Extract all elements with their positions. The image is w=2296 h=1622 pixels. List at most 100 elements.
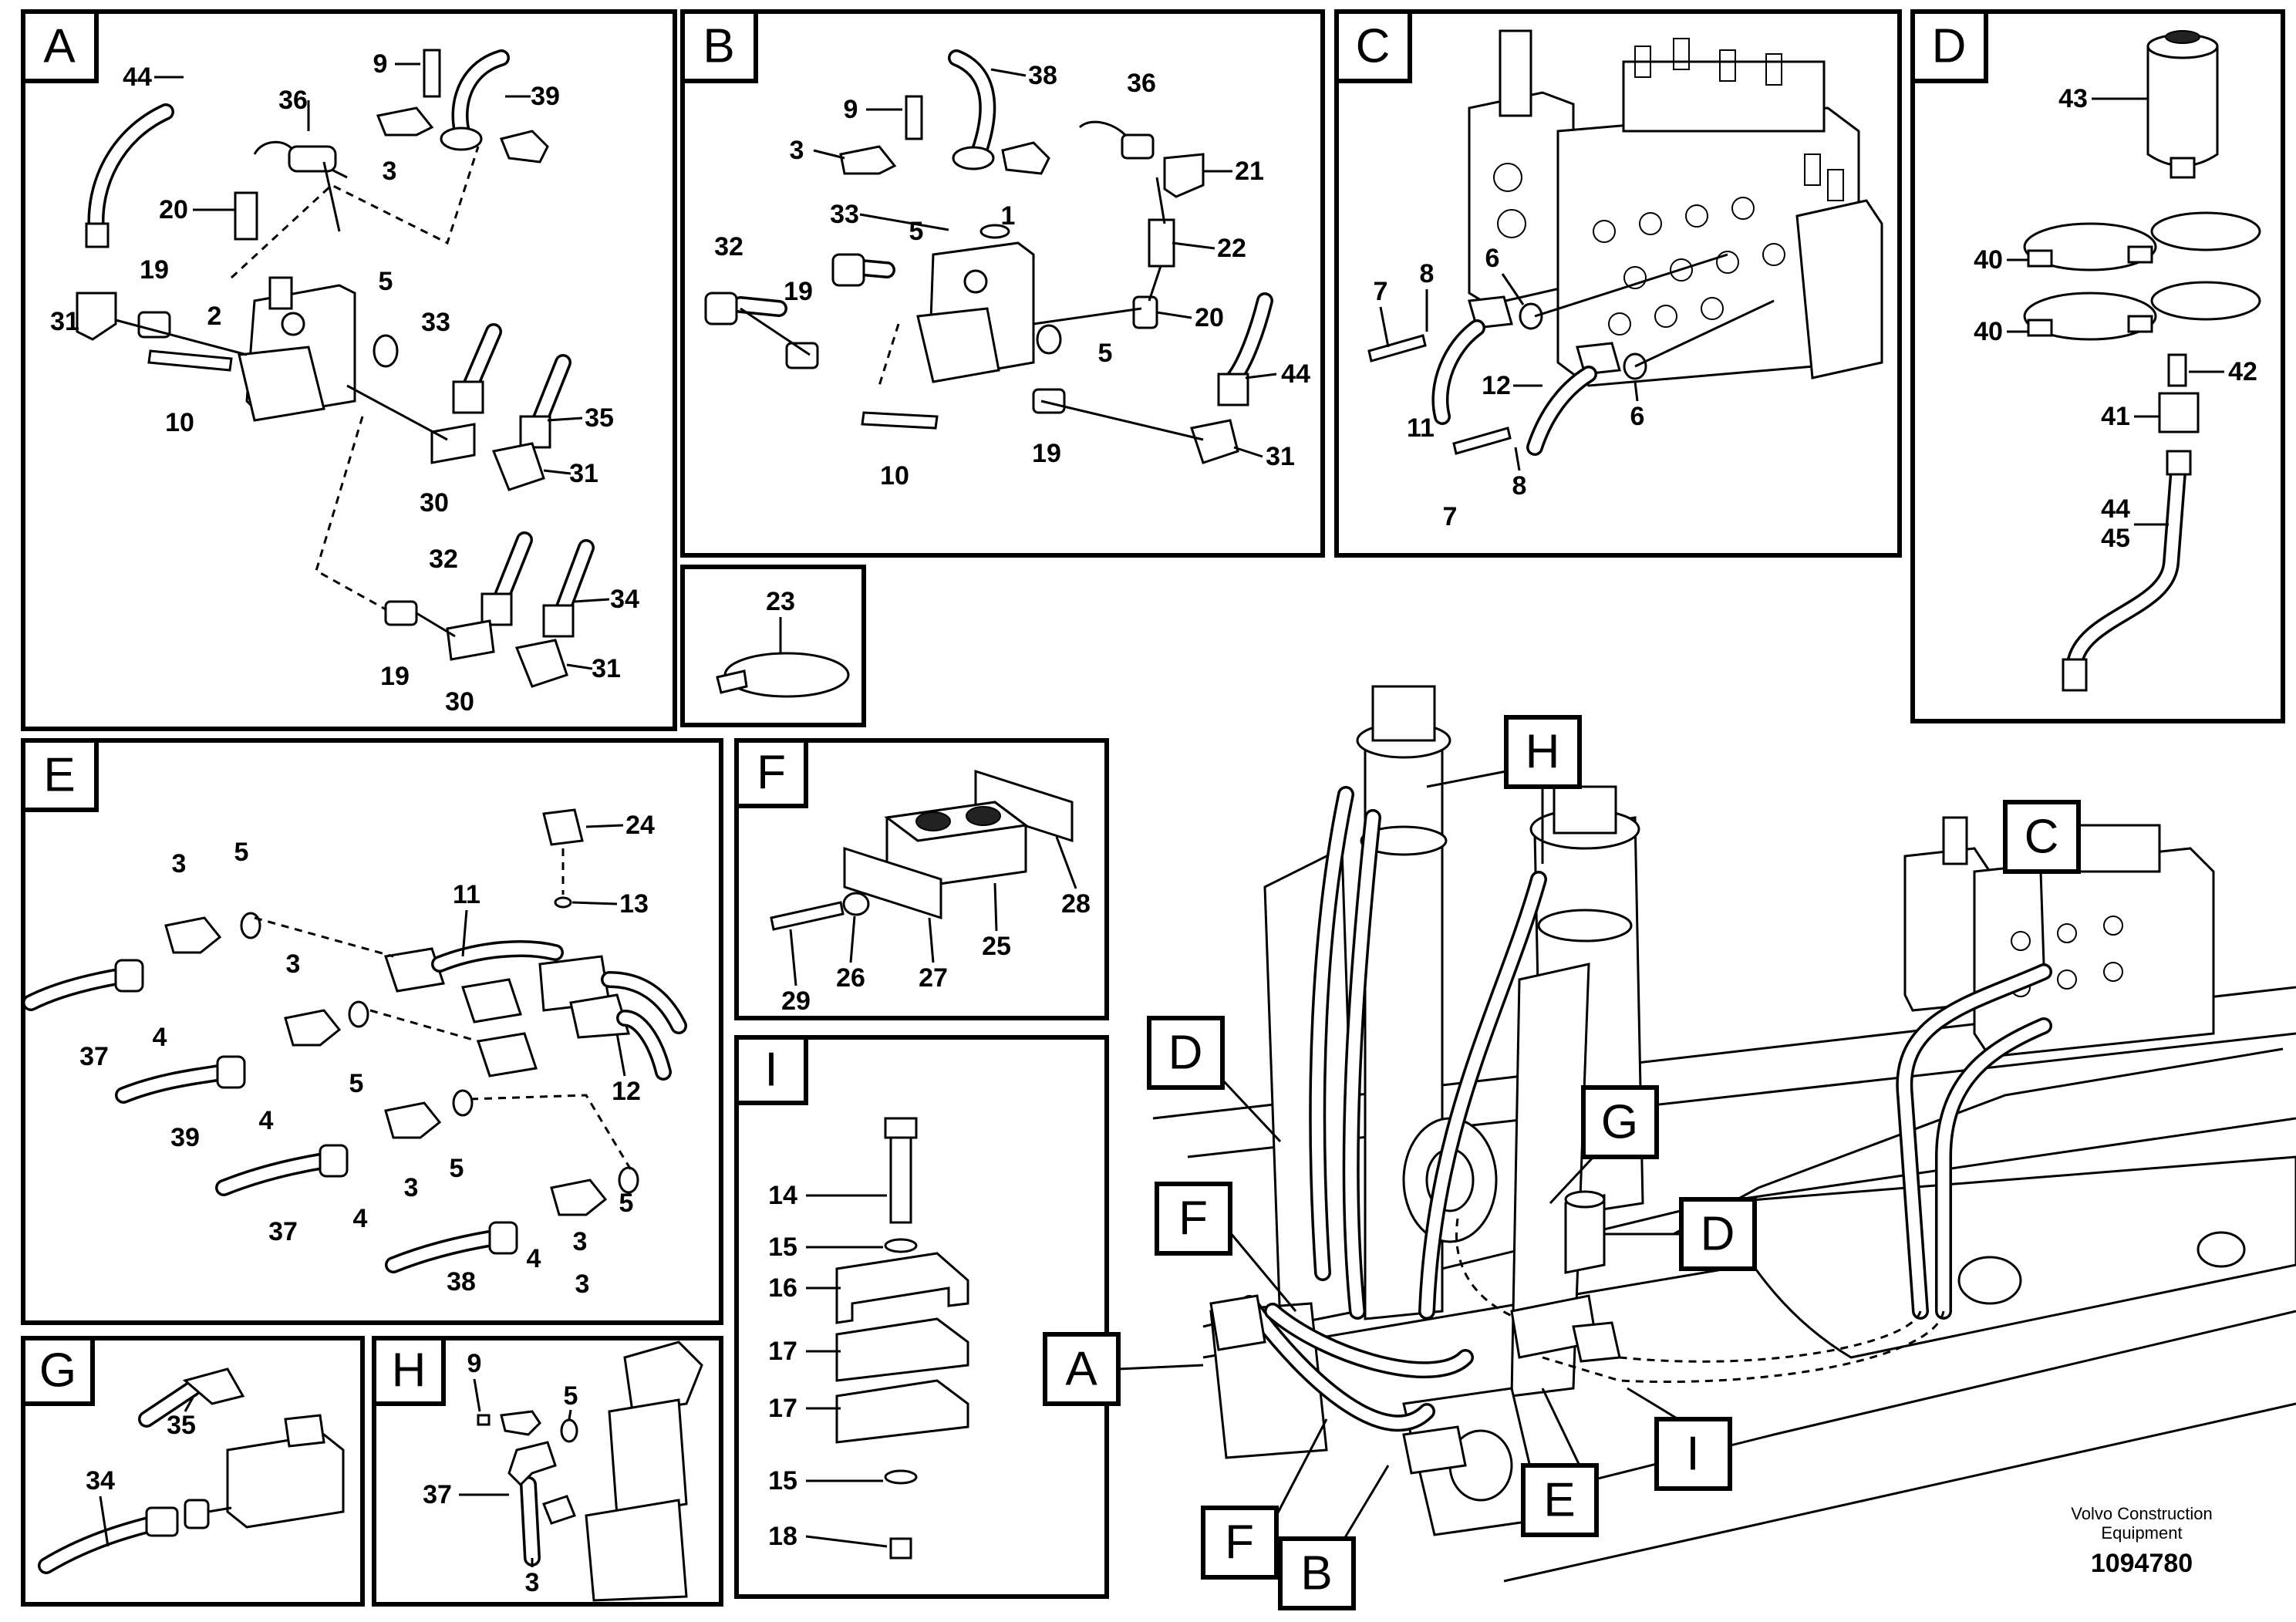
callout: 20 bbox=[1195, 303, 1224, 332]
overview-assembly bbox=[1118, 685, 2296, 1583]
callout: 9 bbox=[373, 49, 388, 79]
callout: 37 bbox=[79, 1042, 109, 1071]
overview-tag-c: C bbox=[2025, 811, 2059, 864]
drawing-number: 1094780 bbox=[2091, 1549, 2193, 1578]
callout: 31 bbox=[1266, 442, 1295, 471]
panel-f: F 28 25 29 26 27 bbox=[734, 738, 1109, 1020]
callout: 36 bbox=[278, 86, 308, 115]
callout: 34 bbox=[610, 585, 639, 614]
callout: 39 bbox=[531, 82, 560, 111]
callout: 2 bbox=[207, 302, 222, 331]
callout: 9 bbox=[467, 1349, 482, 1378]
callout: 45 bbox=[2101, 524, 2130, 553]
callout: 19 bbox=[1032, 439, 1061, 468]
callout: 32 bbox=[714, 232, 743, 261]
panel-c: C 8 6 7 11 1 bbox=[1334, 9, 1902, 558]
overview-tag-d-right: D bbox=[1701, 1208, 1735, 1261]
overview-tag-f-upper: F bbox=[1178, 1192, 1208, 1246]
callout: 19 bbox=[140, 255, 169, 285]
callout: 34 bbox=[86, 1466, 115, 1496]
callout: 32 bbox=[429, 545, 458, 574]
panel-b-label: B bbox=[703, 20, 734, 73]
callout: 3 bbox=[525, 1568, 540, 1597]
callout: 6 bbox=[1630, 402, 1645, 431]
callout: 1 bbox=[1001, 201, 1016, 231]
callout: 40 bbox=[1974, 245, 2003, 275]
callout: 33 bbox=[830, 200, 859, 229]
overview-tag-g: G bbox=[1601, 1096, 1638, 1149]
callout: 40 bbox=[1974, 317, 2003, 346]
panel-a: A bbox=[21, 9, 677, 731]
callout: 5 bbox=[234, 838, 249, 867]
callout: 11 bbox=[453, 880, 480, 909]
callout: 3 bbox=[383, 157, 397, 186]
callout: 19 bbox=[380, 662, 410, 691]
callout: 23 bbox=[766, 587, 795, 616]
callout: 5 bbox=[909, 217, 924, 246]
callout: 5 bbox=[379, 267, 393, 296]
callout: 38 bbox=[1028, 61, 1057, 90]
callout: 5 bbox=[619, 1189, 634, 1218]
callout: 3 bbox=[404, 1173, 419, 1202]
overview-tag-h: H bbox=[1526, 726, 1560, 779]
callout: 31 bbox=[592, 654, 621, 683]
callout: 44 bbox=[123, 62, 152, 92]
overview-tag-b: B bbox=[1300, 1547, 1332, 1600]
callout: 3 bbox=[573, 1227, 588, 1256]
panel-d: D 43 40 40 42 41 44 45 bbox=[1910, 9, 2285, 723]
drawing-footer: Volvo Construction Equipment 1094780 bbox=[2071, 1504, 2212, 1578]
callout: 35 bbox=[585, 403, 614, 433]
callout: 19 bbox=[784, 277, 813, 306]
callout: 41 bbox=[2101, 402, 2130, 431]
panel-d-label: D bbox=[1932, 20, 1967, 73]
maker-name-line2: Equipment bbox=[2101, 1523, 2182, 1543]
callout: 3 bbox=[172, 849, 187, 878]
panel-c-label: C bbox=[1356, 20, 1391, 73]
callout: 18 bbox=[768, 1522, 797, 1551]
overview-tags: H C D G D F A F B E I bbox=[1043, 715, 2081, 1610]
panel-cable-tie: 23 bbox=[680, 565, 866, 727]
callout: 25 bbox=[982, 932, 1011, 961]
callout: 8 bbox=[1420, 259, 1435, 288]
callout: 12 bbox=[612, 1077, 641, 1106]
callout: 43 bbox=[2058, 84, 2088, 113]
callout: 7 bbox=[1374, 277, 1388, 306]
callout: 35 bbox=[167, 1411, 196, 1440]
callout: 44 bbox=[1281, 359, 1310, 389]
panel-i-label: I bbox=[764, 1044, 777, 1097]
callout: 5 bbox=[349, 1069, 364, 1098]
callout: 5 bbox=[564, 1381, 578, 1411]
panel-i: I 14 15 16 17 17 15 18 bbox=[734, 1035, 1109, 1599]
callout: 9 bbox=[844, 95, 858, 124]
callout: 37 bbox=[268, 1217, 298, 1246]
callout: 31 bbox=[50, 307, 79, 336]
panel-a-label: A bbox=[43, 20, 76, 73]
callout: 21 bbox=[1235, 157, 1264, 186]
callout: 15 bbox=[768, 1233, 797, 1262]
callout: 42 bbox=[2228, 357, 2257, 386]
overview-tag-e: E bbox=[1543, 1474, 1575, 1527]
callout: 27 bbox=[919, 963, 948, 993]
callout: 36 bbox=[1127, 69, 1156, 98]
callout: 30 bbox=[420, 488, 449, 518]
callout: 7 bbox=[1443, 502, 1458, 531]
callout: 39 bbox=[170, 1123, 200, 1152]
callout: 6 bbox=[1485, 244, 1500, 273]
overview-tag-i: I bbox=[1686, 1428, 1699, 1481]
callout: 26 bbox=[836, 963, 865, 993]
callout: 22 bbox=[1217, 234, 1246, 263]
overview-tag-d-left: D bbox=[1168, 1027, 1203, 1080]
callout: 38 bbox=[447, 1267, 476, 1297]
maker-name-line1: Volvo Construction bbox=[2071, 1504, 2212, 1523]
callout: 14 bbox=[768, 1181, 797, 1210]
callout: 4 bbox=[153, 1023, 167, 1052]
overview-tag-f-lower: F bbox=[1225, 1516, 1254, 1570]
callout: 37 bbox=[423, 1480, 452, 1509]
callout: 3 bbox=[286, 949, 301, 979]
callout: 24 bbox=[625, 811, 655, 840]
callout: 17 bbox=[768, 1394, 797, 1423]
panel-f-label: F bbox=[757, 747, 786, 800]
panel-e-label: E bbox=[43, 749, 75, 802]
callout: 3 bbox=[790, 136, 804, 165]
